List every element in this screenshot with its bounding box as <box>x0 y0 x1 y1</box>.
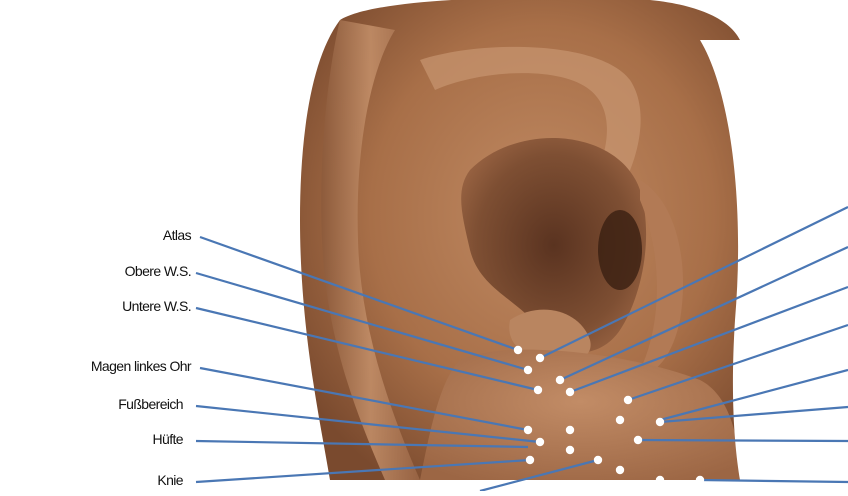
label-obere-ws: Obere W.S. <box>125 263 191 279</box>
label-knie: Knie <box>157 472 183 488</box>
label-magen-linkes-ohr: Magen linkes Ohr <box>91 358 191 374</box>
ear-canal <box>598 210 642 290</box>
label-untere-ws: Untere W.S. <box>122 298 191 314</box>
label-atlas: Atlas <box>163 227 191 243</box>
label-fussbereich: Fußbereich <box>118 396 183 412</box>
label-huefte: Hüfte <box>153 431 183 447</box>
